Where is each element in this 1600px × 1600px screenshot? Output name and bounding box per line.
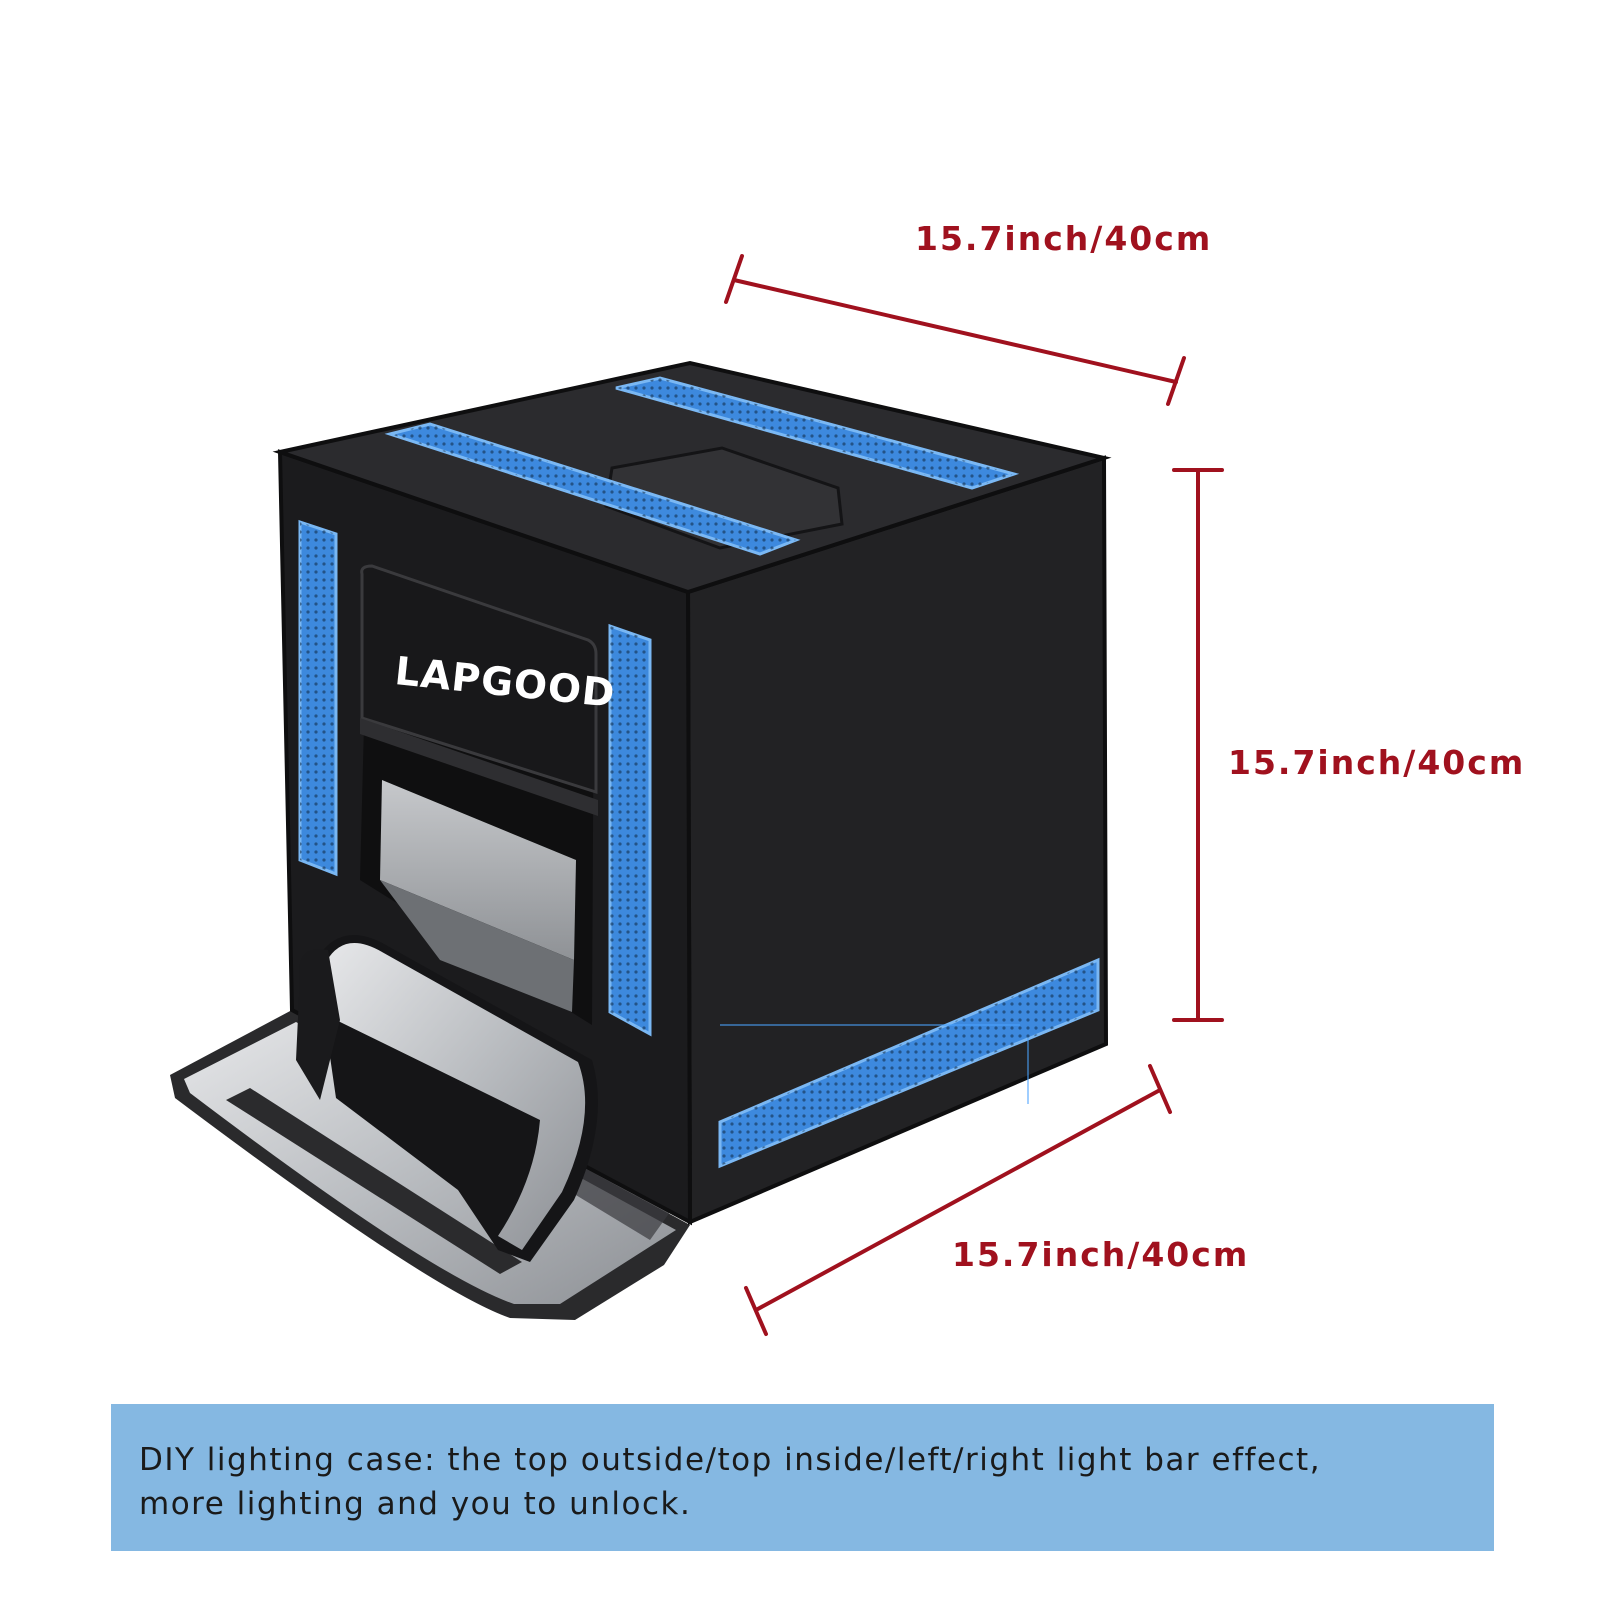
caption-line-2: more lighting and you to unlock. <box>139 1486 692 1522</box>
dimension-label-depth: 15.7inch/40cm <box>952 1235 1250 1274</box>
caption-box: DIY lighting case: the top outside/top i… <box>111 1404 1494 1551</box>
caption-background <box>111 1404 1494 1551</box>
light-bar-right-pattern <box>610 626 650 1034</box>
dimension-line-bottom <box>744 1064 1172 1336</box>
caption-line-1: DIY lighting case: the top outside/top i… <box>139 1442 1322 1478</box>
dimension-label-height: 15.7inch/40cm <box>1228 743 1526 782</box>
light-bar-top-inner-pattern <box>390 424 796 554</box>
front-door-opening <box>360 564 598 1025</box>
light-bars <box>298 376 1100 1169</box>
dimension-line-top <box>724 254 1186 406</box>
dimension-line-right <box>1172 468 1224 1022</box>
light-bar-top-outer-pattern <box>616 378 1014 488</box>
light-bar-left-pattern <box>300 522 336 874</box>
silver-front-flap <box>296 935 598 1262</box>
dimension-label-width: 15.7inch/40cm <box>915 219 1213 258</box>
light-bar-bottom-side-pattern <box>720 960 1098 1166</box>
